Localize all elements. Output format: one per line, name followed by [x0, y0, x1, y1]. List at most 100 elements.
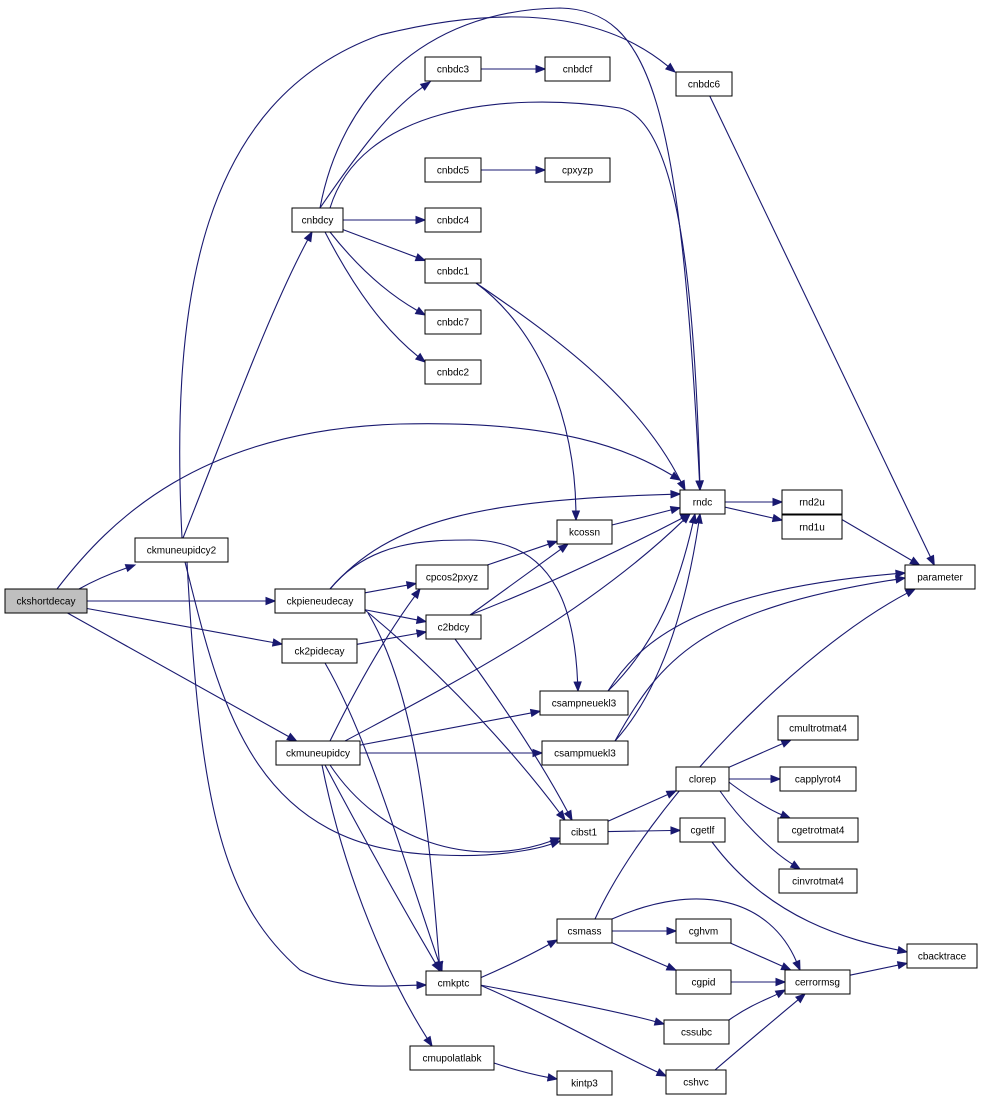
arrowhead [271, 638, 284, 647]
node-box [424, 157, 482, 183]
arrowhead [549, 837, 562, 846]
node-label: cmkptc [438, 979, 470, 990]
edge-line [594, 592, 908, 920]
edge-csmass-to-cghvm [612, 926, 678, 936]
node-rndc[interactable]: rndc [679, 489, 726, 515]
node-label: cnbdc4 [437, 216, 470, 227]
node-cmupolatlabk[interactable]: cmupolatlabk [409, 1045, 495, 1071]
edge-cnbdcy-to-rndc [319, 7, 704, 492]
edge-line [67, 612, 289, 738]
arrowhead [665, 790, 678, 799]
edge-cgetlf-to-cbacktrace [711, 841, 909, 955]
edge-line [364, 609, 418, 621]
edge-cmupolatlabk-to-kintp3 [493, 1062, 559, 1082]
node-cerrormsg[interactable]: cerrormsg [784, 969, 851, 995]
edge-line [184, 561, 552, 857]
edge-cnbdcy-to-cnbdc2 [324, 231, 427, 363]
arrowhead [303, 230, 313, 243]
arrowhead [546, 1073, 559, 1082]
edge-line [730, 942, 783, 967]
node-cmultrotmat4[interactable]: cmultrotmat4 [777, 715, 859, 741]
edge-line [711, 841, 899, 951]
node-capplyrot4[interactable]: capplyrot4 [779, 766, 857, 792]
node-cnbdc4[interactable]: cnbdc4 [424, 207, 482, 233]
node-kintp3[interactable]: kintp3 [556, 1070, 613, 1096]
node-csampneuekl3[interactable]: csampneuekl3 [539, 690, 629, 716]
node-ckmuneupidcy[interactable]: ckmuneupidcy [275, 740, 361, 766]
node-box [409, 1045, 495, 1071]
arrowhead [431, 960, 441, 973]
node-cibst1[interactable]: cibst1 [559, 819, 609, 845]
node-clorep[interactable]: clorep [675, 766, 730, 792]
node-ckmuneupidcy2[interactable]: ckmuneupidcy2 [134, 537, 229, 563]
node-cnbdc5[interactable]: cnbdc5 [424, 157, 482, 183]
arrowhead [774, 989, 787, 999]
node-cnbdc2[interactable]: cnbdc2 [424, 359, 482, 385]
edge-cpcos2pxyz-to-kcossn [487, 540, 559, 566]
node-label: kintp3 [571, 1079, 598, 1090]
node-cghvm[interactable]: cghvm [675, 918, 732, 944]
arrowhead [416, 980, 428, 990]
arrowhead [410, 587, 421, 600]
edge-line [614, 522, 700, 742]
node-cgpid[interactable]: cgpid [675, 969, 732, 995]
edge-ck2pidecay-to-cmkptc [324, 662, 443, 973]
node-box [559, 819, 609, 845]
edge-line [479, 984, 659, 1073]
edge-line [329, 493, 672, 590]
node-rnd2u[interactable]: rnd2u [781, 489, 843, 515]
edge-ckshortdecay-to-ckmuneupidcy2 [78, 564, 137, 590]
arrowhead [896, 961, 909, 970]
node-cinvrotmat4[interactable]: cinvrotmat4 [778, 868, 858, 894]
node-ckpieneudecay[interactable]: ckpieneudecay [274, 588, 366, 614]
node-cnbdc1[interactable]: cnbdc1 [424, 258, 482, 284]
node-cpcos2pxyz[interactable]: cpcos2pxyz [415, 564, 489, 590]
node-box [906, 943, 978, 969]
node-parameter[interactable]: parameter [904, 564, 976, 590]
node-cnbdcy[interactable]: cnbdcy [291, 207, 344, 233]
arrowhead [529, 708, 542, 718]
edge-line [324, 764, 436, 964]
node-kcossn[interactable]: kcossn [556, 519, 613, 545]
edge-ckmuneupidcy2-to-cnbdcy [182, 230, 313, 539]
node-cgetlf[interactable]: cgetlf [679, 817, 726, 843]
node-c2bdcy[interactable]: c2bdcy [425, 614, 482, 640]
edge-ckmuneupidcy-to-cmupolatlabk [321, 764, 433, 1048]
edge-line [724, 778, 782, 816]
node-label: c2bdcy [438, 623, 470, 634]
edge-ckmuneupidcy-to-cibst1 [329, 764, 562, 853]
node-cbacktrace[interactable]: cbacktrace [906, 943, 978, 969]
edge-ckpieneudecay-to-cpcos2pxyz [364, 581, 418, 594]
edge-csmass-to-parameter [594, 588, 917, 920]
node-box [675, 71, 733, 97]
node-cshvc[interactable]: cshvc [665, 1069, 727, 1095]
edge-cmkptc-to-csmass [479, 939, 559, 979]
node-cnbdc6[interactable]: cnbdc6 [675, 71, 733, 97]
node-ck2pidecay[interactable]: ck2pidecay [281, 638, 358, 664]
edge-line [329, 539, 579, 683]
edge-rndc-to-rnd2u [725, 497, 784, 507]
edge-ckpieneudecay-to-csampneuekl3 [329, 539, 582, 693]
node-csampmuekl3[interactable]: csampmuekl3 [541, 740, 629, 766]
node-cgetrotmat4[interactable]: cgetrotmat4 [777, 817, 859, 843]
node-cnbdcf[interactable]: cnbdcf [544, 56, 611, 82]
node-label: rnd1u [799, 523, 825, 534]
node-box [425, 970, 482, 996]
edge-line [86, 607, 274, 644]
node-cpxyzp[interactable]: cpxyzp [544, 157, 611, 183]
node-cnbdc3[interactable]: cnbdc3 [424, 56, 482, 82]
edge-line [179, 16, 669, 539]
node-csmass[interactable]: csmass [556, 918, 613, 944]
arrowhead [571, 510, 581, 522]
edge-line [329, 231, 418, 311]
node-label: cgetlf [691, 826, 715, 837]
edge-line [487, 543, 549, 566]
node-cmkptc[interactable]: cmkptc [425, 970, 482, 996]
node-ckshortdecay[interactable]: ckshortdecay [4, 588, 88, 614]
node-box [424, 207, 482, 233]
edge-line [479, 984, 656, 1023]
node-label: cnbdc5 [437, 166, 470, 177]
node-rnd1u[interactable]: rnd1u [781, 514, 843, 540]
node-cnbdc7[interactable]: cnbdc7 [424, 309, 482, 335]
node-cssubc[interactable]: cssubc [663, 1019, 730, 1045]
